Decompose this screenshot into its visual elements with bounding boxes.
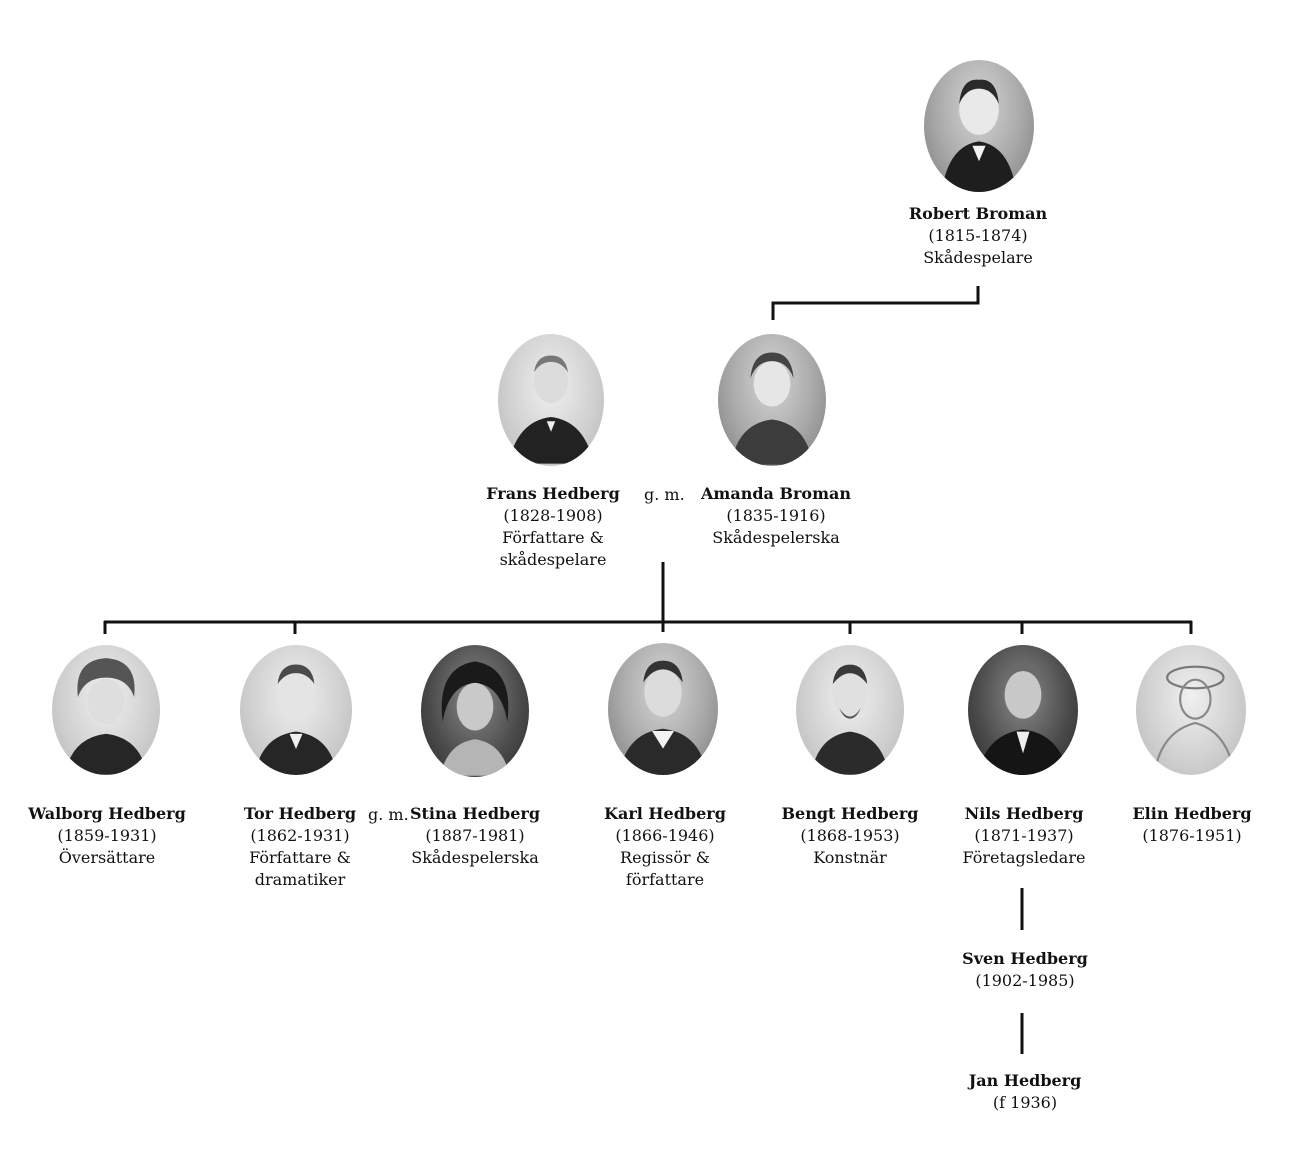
portrait-elin-hedberg [1136,645,1246,775]
person-walborg-hedberg: Walborg Hedberg (1859-1931) Översättare [17,803,197,869]
person-frans-hedberg: Frans Hedberg (1828-1908) Författare & s… [463,483,643,571]
person-years: (1862-1931) [250,826,350,845]
person-name: Tor Hedberg [243,804,357,823]
person-role: Skådespelare [923,248,1033,267]
portrait-stina-hedberg [421,645,529,777]
portrait-walborg-hedberg [52,645,160,775]
person-tor-hedberg: Tor Hedberg (1862-1931) Författare & dra… [210,803,390,891]
portrait-frans-hedberg [498,334,604,466]
person-years: (1835-1916) [726,506,826,525]
person-role: Konstnär [813,848,887,867]
person-years: (1887-1981) [425,826,525,845]
person-karl-hedberg: Karl Hedberg (1866-1946) Regissör & förf… [575,803,755,891]
person-role: Skådespelerska [712,528,840,547]
person-years: (1866-1946) [615,826,715,845]
person-jan-hedberg: Jan Hedberg (f 1936) [935,1070,1115,1114]
person-bengt-hedberg: Bengt Hedberg (1868-1953) Konstnär [760,803,940,869]
person-name: Frans Hedberg [486,484,620,503]
person-nils-hedberg: Nils Hedberg (1871-1937) Företagsledare [934,803,1114,869]
person-years: (1902-1985) [975,971,1075,990]
person-name: Bengt Hedberg [781,804,919,823]
person-name: Amanda Broman [700,484,852,503]
marriage-label-tor-stina: g. m. [368,805,409,824]
person-robert-broman: Robert Broman (1815-1874) Skådespelare [888,203,1068,269]
portrait-nils-hedberg [968,645,1078,775]
portrait-karl-hedberg [608,643,718,775]
person-sven-hedberg: Sven Hedberg (1902-1985) [935,948,1115,992]
person-name: Karl Hedberg [604,804,726,823]
person-name: Jan Hedberg [968,1071,1082,1090]
person-stina-hedberg: Stina Hedberg (1887-1981) Skådespelerska [385,803,565,869]
person-years: (1876-1951) [1142,826,1242,845]
person-role: Författare & [249,848,351,867]
person-years: (1871-1937) [974,826,1074,845]
person-name: Sven Hedberg [962,949,1088,968]
portrait-amanda-broman [718,334,826,466]
person-name: Elin Hedberg [1132,804,1252,823]
person-years: (f 1936) [992,1093,1058,1112]
person-role: Företagsledare [962,848,1086,867]
person-elin-hedberg: Elin Hedberg (1876-1951) [1102,803,1282,847]
person-name: Stina Hedberg [409,804,541,823]
person-years: (1815-1874) [928,226,1028,245]
person-role: Regissör & [620,848,710,867]
person-years: (1868-1953) [800,826,900,845]
person-role: skådespelare [499,550,607,569]
person-role: Översättare [58,848,156,867]
portrait-bengt-hedberg [796,645,904,775]
portrait-tor-hedberg [240,645,352,775]
marriage-label-frans-amanda: g. m. [644,485,685,504]
person-role: dramatiker [254,870,346,889]
person-years: (1828-1908) [503,506,603,525]
person-years: (1859-1931) [57,826,157,845]
person-role: författare [625,870,705,889]
person-amanda-broman: Amanda Broman (1835-1916) Skådespelerska [686,483,866,549]
person-name: Nils Hedberg [964,804,1084,823]
person-role: Författare & [502,528,604,547]
person-name: Robert Broman [908,204,1048,223]
person-name: Walborg Hedberg [28,804,186,823]
person-role: Skådespelerska [411,848,539,867]
connector-robert-amanda [771,286,980,320]
portrait-robert-broman [924,60,1034,192]
